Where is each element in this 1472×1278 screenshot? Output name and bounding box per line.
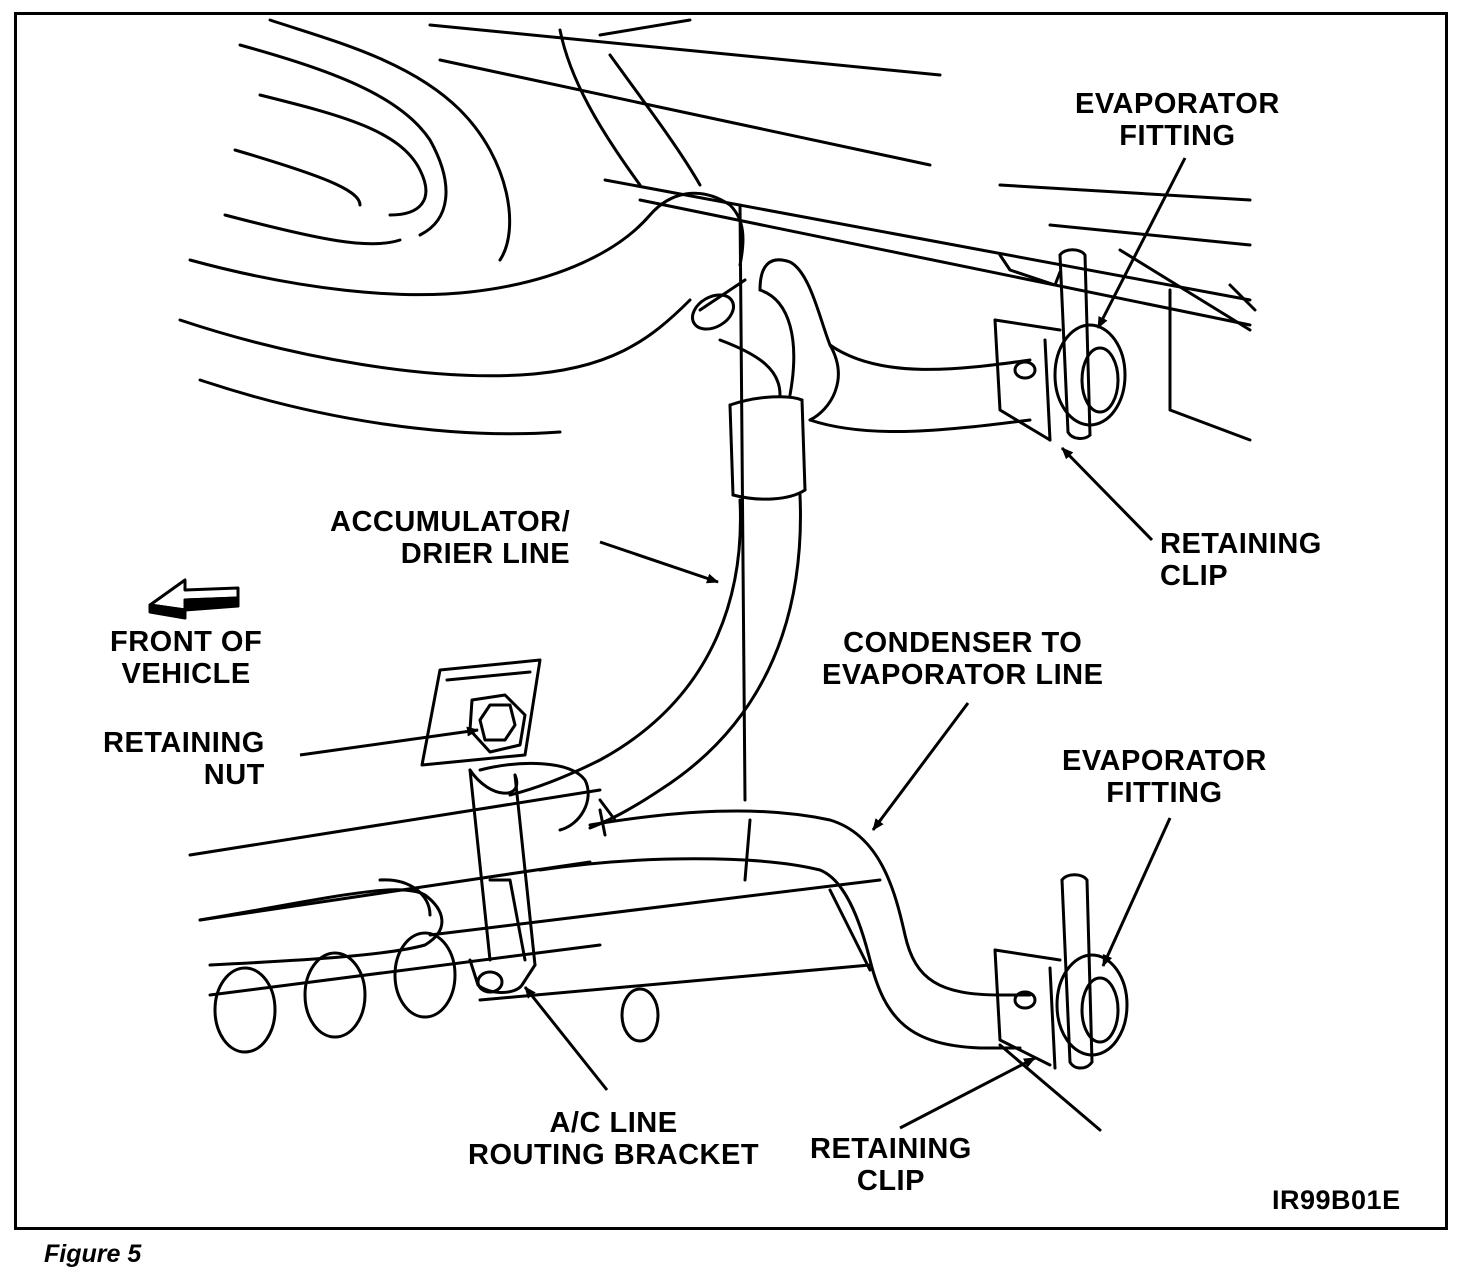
figure-frame — [14, 12, 1448, 1230]
label-ac-line-routing-bracket: A/C LINE ROUTING BRACKET — [468, 1107, 759, 1171]
lower-retaining-clip — [1048, 873, 1094, 1070]
leader-ac-bracket — [523, 986, 609, 1091]
leader-accumulator-line — [599, 540, 719, 584]
lower-body-rail — [188, 762, 1102, 1132]
retaining-nut — [468, 693, 527, 754]
label-line: CONDENSER TO — [843, 627, 1083, 659]
figure-code: IR99B01E — [1272, 1185, 1401, 1215]
label-line: EVAPORATOR — [1062, 745, 1267, 777]
leader-evap-fitting-top — [1096, 157, 1187, 329]
label-line: CLIP — [1160, 560, 1229, 592]
label-front-of-vehicle: FRONT OF VEHICLE — [110, 626, 262, 690]
leader-retaining-clip-bottom — [899, 1056, 1036, 1130]
lower-evaporator-fitting — [993, 948, 1129, 1067]
label-evaporator-fitting-bottom: EVAPORATOR FITTING — [1062, 745, 1267, 809]
label-line: ACCUMULATOR/ — [330, 506, 571, 538]
label-line: FITTING — [1119, 120, 1236, 152]
label-retaining-nut: RETAINING NUT — [103, 727, 265, 791]
label-line: RETAINING — [810, 1133, 972, 1165]
label-line: CLIP — [856, 1165, 925, 1197]
body-holes — [213, 931, 660, 1054]
figure-caption: Figure 5 — [44, 1240, 142, 1268]
label-line: EVAPORATOR LINE — [822, 659, 1104, 691]
label-line: A/C LINE — [549, 1107, 678, 1139]
label-accumulator-drier-line: ACCUMULATOR/ DRIER LINE — [330, 506, 570, 570]
leader-retaining-clip-top — [1060, 446, 1154, 542]
label-line: NUT — [203, 759, 265, 791]
label-evaporator-fitting-top: EVAPORATOR FITTING — [1075, 88, 1280, 152]
label-line: VEHICLE — [121, 658, 251, 690]
label-retaining-clip-top: RETAINING CLIP — [1160, 528, 1322, 592]
label-line: RETAINING — [103, 727, 265, 759]
upper-retaining-clip — [1043, 248, 1092, 442]
ac-line-routing-bracket — [420, 658, 542, 994]
label-line: FITTING — [1106, 777, 1223, 809]
label-line: FRONT OF — [110, 626, 263, 658]
accumulator-drier-line — [508, 258, 1032, 830]
leader-condenser-line — [871, 702, 970, 831]
label-condenser-to-evaporator-line: CONDENSER TO EVAPORATOR LINE — [822, 627, 1103, 691]
leader-evap-fitting-bottom — [1101, 817, 1172, 967]
label-line: EVAPORATOR — [1075, 88, 1280, 120]
condenser-to-evaporator-line — [538, 809, 1032, 1050]
front-of-vehicle-arrow-icon — [148, 578, 240, 620]
label-line: DRIER LINE — [400, 538, 571, 570]
leader-retaining-nut — [299, 726, 479, 757]
label-line: RETAINING — [1160, 528, 1322, 560]
label-line: ROUTING BRACKET — [468, 1139, 760, 1171]
label-retaining-clip-bottom: RETAINING CLIP — [810, 1133, 972, 1197]
upper-body-panel — [178, 18, 1257, 882]
